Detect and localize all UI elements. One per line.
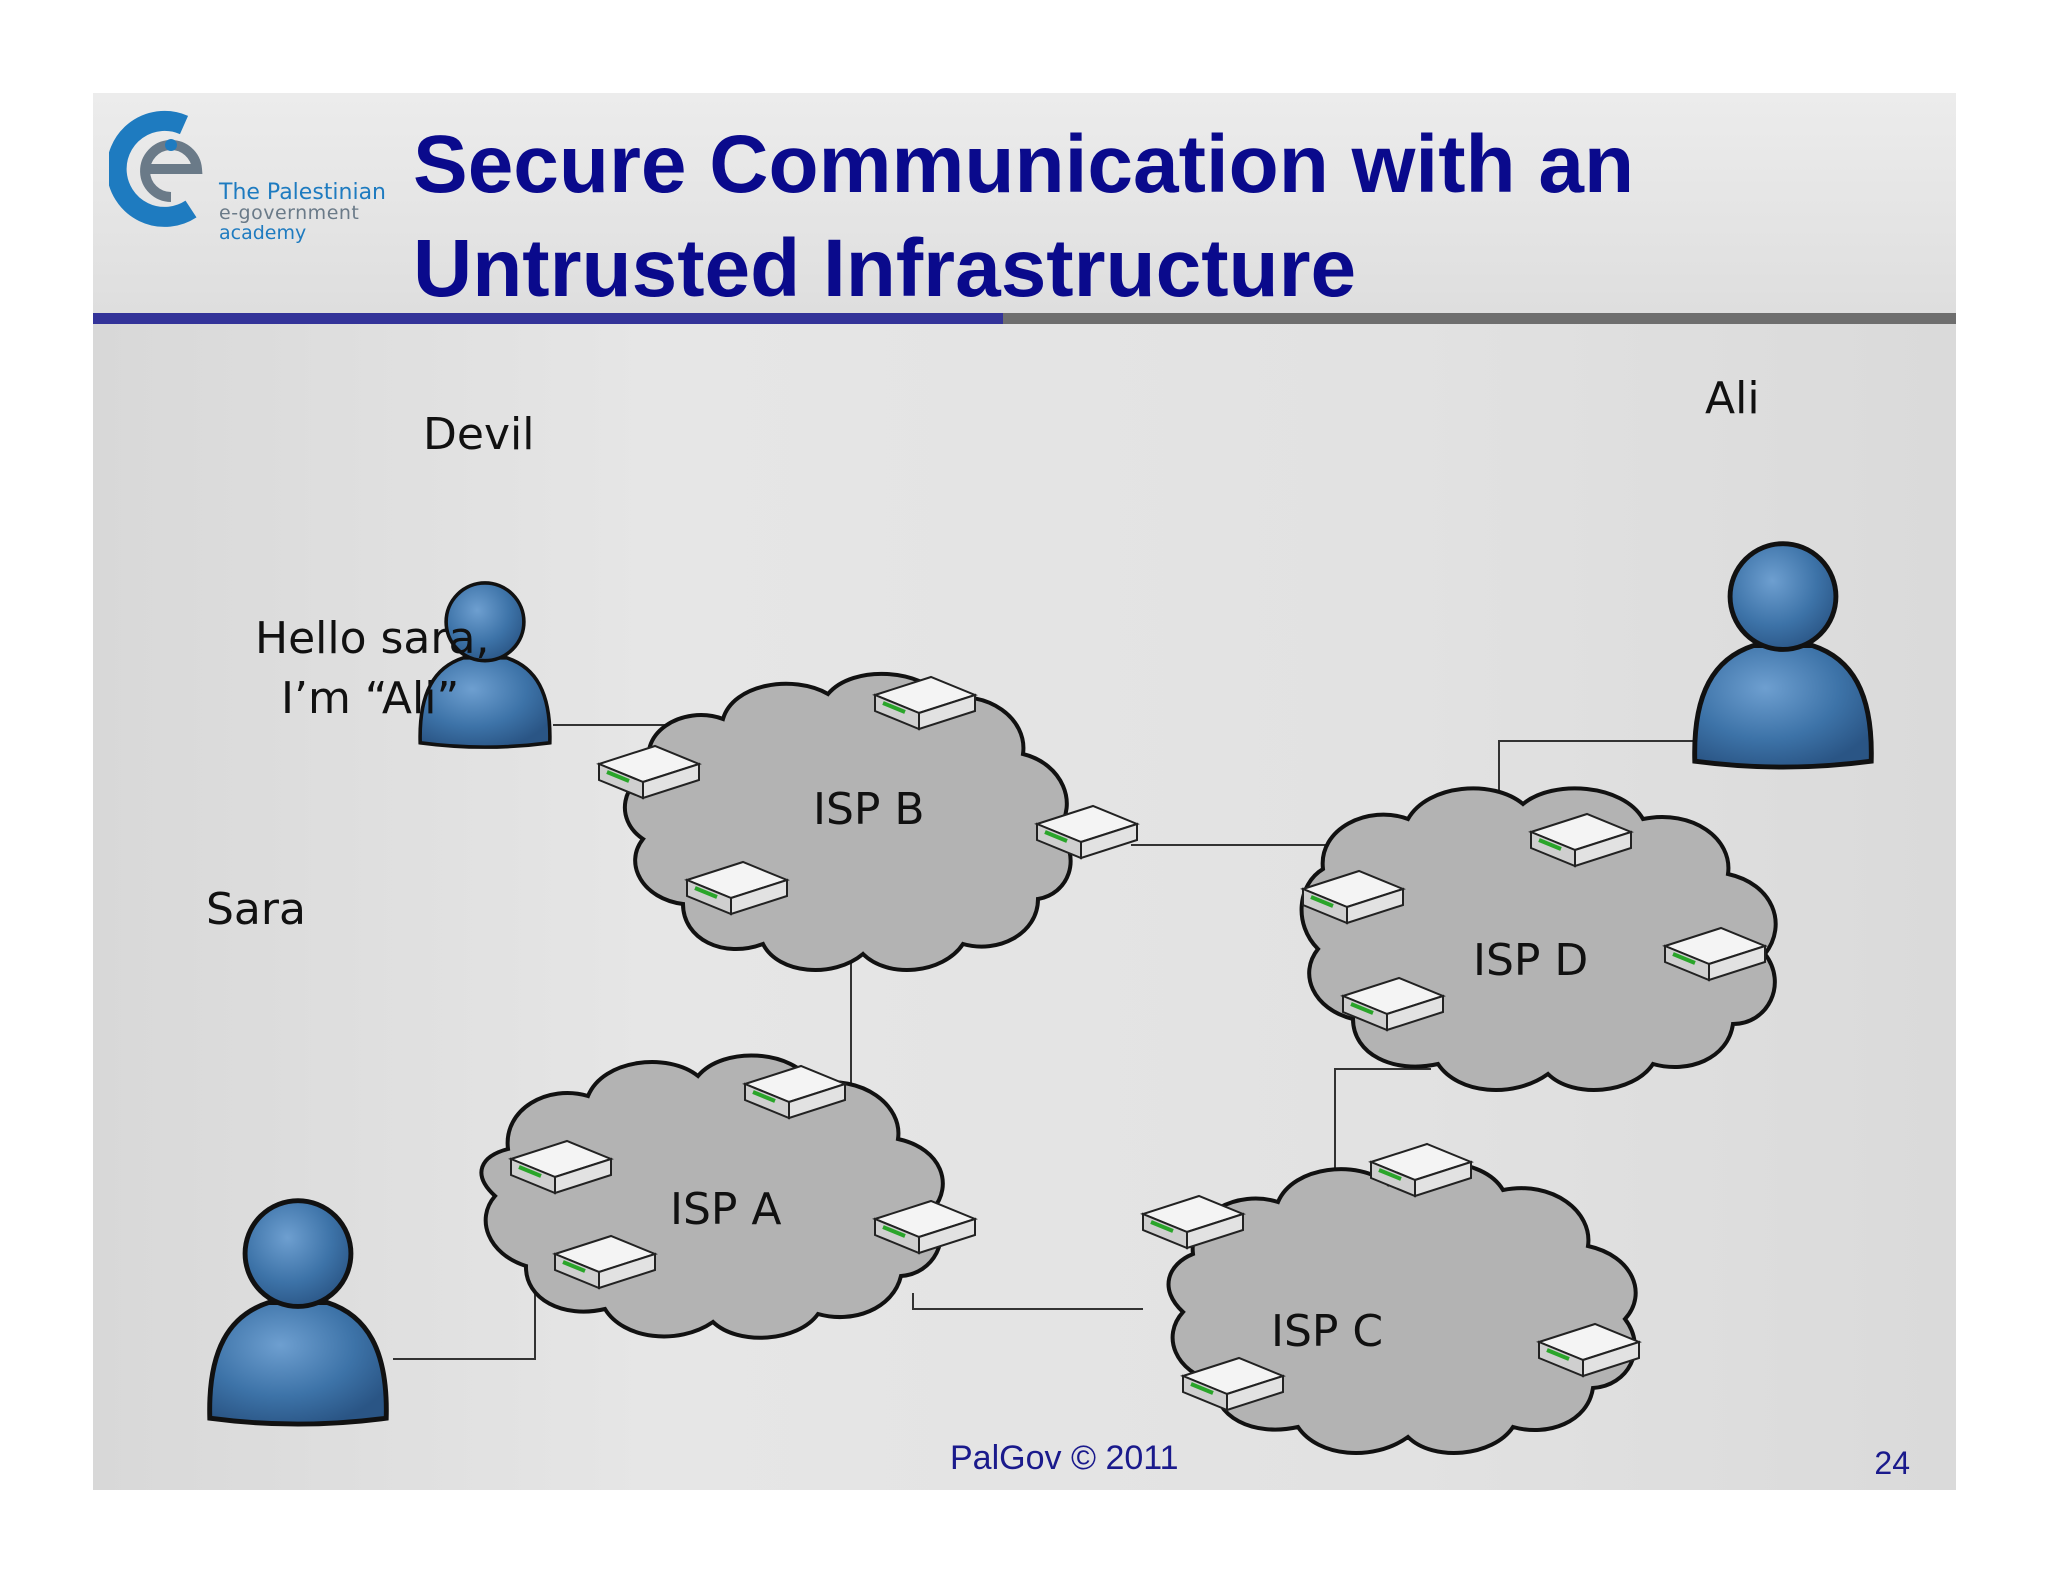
title-line-1: Secure Communication with an (413, 119, 1635, 210)
link-ispa-ispc (912, 1293, 1143, 1310)
person-devil: Devil (418, 409, 552, 749)
logo-text: The Palestinian e-government academy (219, 180, 386, 244)
spoof-message: Hello sara, I’m “Ali” (255, 613, 489, 724)
header-rule-grey (1003, 313, 1956, 324)
devil-label: Devil (423, 409, 534, 460)
sara-label: Sara (206, 884, 306, 935)
header-rule-blue (93, 313, 1003, 324)
message-line-2: I’m “Ali” (281, 673, 459, 724)
person-sara: Sara (206, 884, 386, 1424)
cloud-isp-a: ISP A (479, 1053, 945, 1340)
slide-header: The Palestinian e-government academy Sec… (93, 93, 1956, 314)
person-icon (1695, 544, 1872, 767)
link-ispc-ispd (1334, 1068, 1431, 1176)
palgov-logo: The Palestinian e-government academy (106, 105, 399, 255)
logo-line-1: The Palestinian (219, 180, 386, 205)
link-sara-ispa (393, 1249, 536, 1360)
isp-d-label: ISP D (1473, 935, 1588, 986)
title-line-2: Untrusted Infrastructure (413, 223, 1357, 314)
isp-a-label: ISP A (670, 1184, 782, 1235)
logo-line-3: academy (219, 222, 307, 244)
logo-line-2: e-government (219, 202, 360, 224)
diagram-area: ISP B ISP D ISP A ISP C (93, 324, 1956, 1490)
ali-label: Ali (1705, 373, 1760, 424)
person-icon (210, 1201, 387, 1424)
message-line-1: Hello sara, (255, 613, 489, 664)
network-diagram: ISP B ISP D ISP A ISP C (206, 373, 1956, 1455)
isp-c-label: ISP C (1271, 1306, 1383, 1357)
person-ali: Ali (1695, 373, 1872, 767)
footer-copyright: PalGov © 2011 (950, 1439, 1179, 1477)
slide-title: Secure Communication with an Untrusted I… (413, 113, 1913, 321)
logo-e-icon (106, 110, 203, 227)
cloud-isp-b: ISP B (623, 671, 1073, 972)
isp-b-label: ISP B (813, 784, 925, 835)
cloud-isp-c: ISP C (1166, 1160, 1638, 1455)
page-number: 24 (1874, 1445, 1910, 1481)
slide: The Palestinian e-government academy Sec… (93, 93, 1956, 1490)
